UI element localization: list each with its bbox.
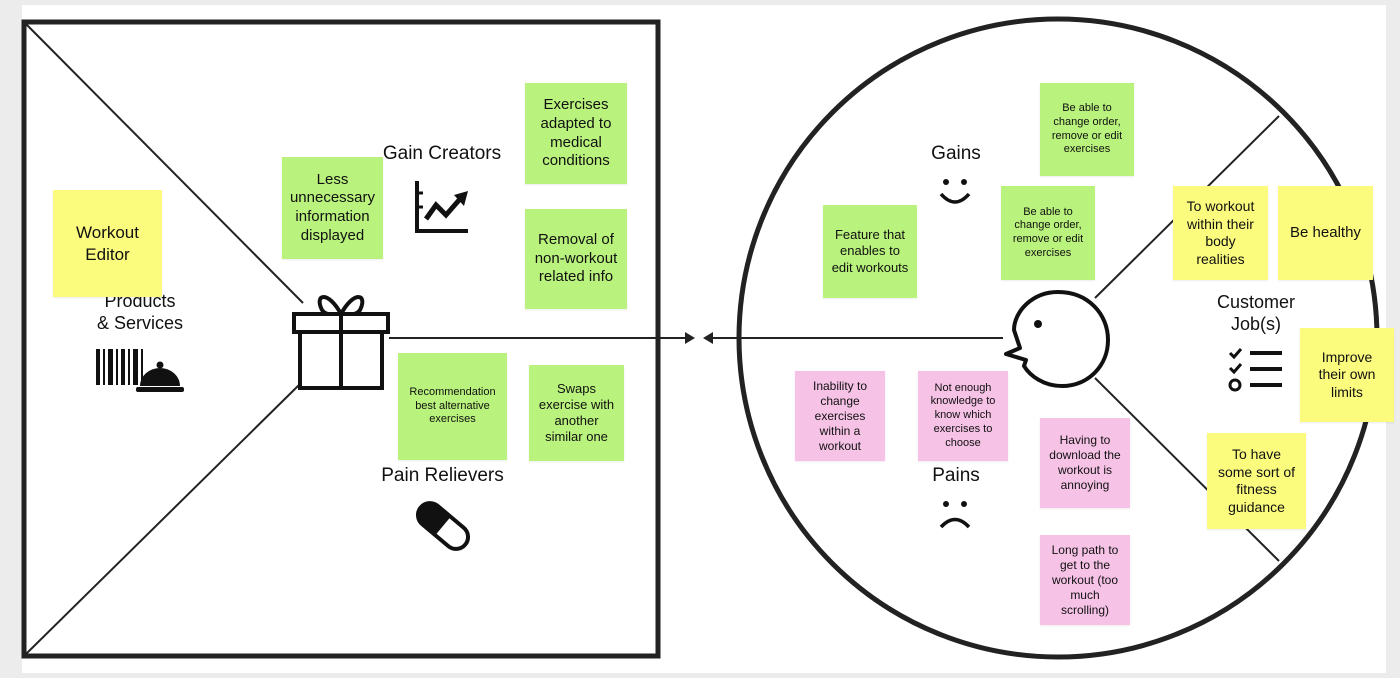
sticky-job-body-realities[interactable]: To workout within their body realities	[1173, 186, 1268, 280]
customer-arrowhead	[703, 332, 713, 344]
value-map-arrowhead	[685, 332, 695, 344]
sticky-exercises-adapted[interactable]: Exercises adapted to medical conditions	[525, 83, 627, 184]
sticky-job-improve-limits[interactable]: Improve their own limits	[1300, 328, 1394, 422]
gain-creators-label: Gain Creators	[382, 143, 502, 164]
sticky-recommendation[interactable]: Recommendation best alternative exercise…	[398, 353, 507, 460]
sticky-workout-editor[interactable]: Workout Editor	[53, 190, 162, 297]
sticky-pain-knowledge[interactable]: Not enough knowledge to know which exerc…	[918, 371, 1008, 461]
customer-head-icon	[1004, 290, 1110, 388]
gains-label: Gains	[931, 143, 981, 164]
sticky-feature-edit[interactable]: Feature that enables to edit workouts	[823, 205, 917, 298]
value-map-diagonal-bottom	[25, 383, 301, 655]
smile-icon	[939, 179, 971, 204]
pains-label: Pains	[932, 465, 980, 486]
trending-up-chart-icon	[415, 181, 468, 233]
sticky-less-information[interactable]: Less unnecessary information displayed	[282, 157, 383, 259]
canvas-background	[22, 5, 1386, 673]
value-map-diagonal-top	[25, 23, 304, 304]
sticky-job-be-healthy[interactable]: Be healthy	[1278, 186, 1373, 280]
customer-divider-bottom	[1094, 377, 1280, 562]
sticky-pain-inability[interactable]: Inability to change exercises within a w…	[795, 371, 885, 461]
customer-jobs-label: Customer Job(s)	[1216, 292, 1296, 334]
pain-relievers-label: Pain Relievers	[381, 465, 504, 486]
sticky-pain-download[interactable]: Having to download the workout is annoyi…	[1040, 418, 1130, 508]
gift-icon	[292, 295, 390, 390]
sticky-gain-change-order-1[interactable]: Be able to change order, remove or edit …	[1040, 83, 1134, 176]
sticky-removal-info[interactable]: Removal of non-workout related info	[525, 209, 627, 309]
checklist-icon	[1228, 348, 1282, 392]
products-services-label: Products & Services	[96, 291, 184, 333]
pill-icon	[415, 501, 471, 551]
sticky-swaps-exercise[interactable]: Swaps exercise with another similar one	[529, 365, 624, 461]
cloche-icon	[136, 361, 184, 392]
frown-icon	[939, 501, 971, 529]
sticky-pain-long-path[interactable]: Long path to get to the workout (too muc…	[1040, 535, 1130, 625]
sticky-job-fitness-guidance[interactable]: To have some sort of fitness guidance	[1207, 433, 1306, 529]
sticky-gain-change-order-2[interactable]: Be able to change order, remove or edit …	[1001, 186, 1095, 280]
barcode-icon	[96, 349, 143, 385]
